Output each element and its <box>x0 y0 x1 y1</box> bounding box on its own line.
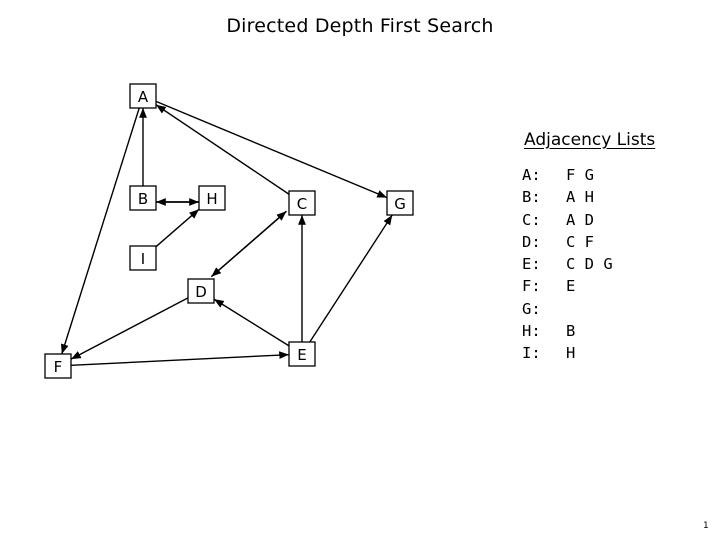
node-f: F <box>44 353 72 379</box>
edge-a-to-g <box>155 100 388 199</box>
adjacency-row-vertex: G: <box>522 299 541 318</box>
node-box <box>386 190 414 216</box>
adjacency-row-vertex: E: <box>522 255 541 274</box>
node-label: F <box>54 358 63 376</box>
node-box <box>129 83 157 109</box>
adjacency-row: H: B <box>522 320 613 342</box>
adjacency-list: A: F G B: A H C: A D D: C F E: C D G F: E G: H: B I: H <box>522 164 613 365</box>
adjacency-row-neighbors: A D <box>566 210 594 229</box>
adjacency-row: C: A D <box>522 209 613 231</box>
node-label: D <box>195 283 207 301</box>
edge-d-to-f <box>70 297 189 360</box>
node-label: H <box>206 190 217 208</box>
node-h: H <box>198 185 226 211</box>
node-d: D <box>187 278 215 304</box>
node-c: C <box>288 190 316 216</box>
adjacency-row-neighbors: E <box>566 277 576 296</box>
node-box <box>288 341 316 367</box>
page-title: Directed Depth First Search <box>226 15 494 37</box>
edge-i-to-h <box>155 208 200 248</box>
adjacency-row-neighbors: F G <box>566 166 594 184</box>
node-label: A <box>138 88 149 106</box>
node-label: G <box>394 195 406 213</box>
adjacency-row-vertex: H: <box>522 322 541 341</box>
node-box <box>129 245 157 271</box>
node-i: I <box>129 245 157 271</box>
adjacency-row: A: F G <box>522 164 613 186</box>
adjacency-row: I: H <box>522 342 613 364</box>
node-e: E <box>288 341 316 367</box>
adjacency-row-neighbors: C D G <box>566 255 613 274</box>
node-label: I <box>141 250 145 268</box>
adjacency-row: E: C D G <box>522 253 613 275</box>
node-label: E <box>297 346 306 364</box>
node-box <box>44 353 72 379</box>
edge-e-to-g <box>309 214 393 343</box>
edge-f-to-e <box>70 351 290 367</box>
adjacency-row: G: <box>522 298 613 320</box>
adjacency-row-vertex: D: <box>522 232 541 251</box>
node-g: G <box>386 190 414 216</box>
edge-c-to-a <box>155 104 290 195</box>
adjacency-row-neighbors: C F <box>566 232 594 251</box>
adjacency-lists-heading: Adjacency Lists <box>524 130 656 150</box>
adjacency-row: D: C F <box>522 231 613 253</box>
adjacency-row-vertex: C: <box>522 210 541 229</box>
edge-e-to-d <box>213 298 290 347</box>
adjacency-row-vertex: F: <box>522 277 541 296</box>
adjacency-row-neighbors: B <box>566 322 576 341</box>
adjacency-row: B: A H <box>522 186 613 208</box>
node-box <box>288 190 316 216</box>
node-b: B <box>129 185 157 211</box>
node-label: C <box>297 195 307 213</box>
node-label: B <box>138 190 148 208</box>
node-a: A <box>129 83 157 109</box>
adjacency-row-vertex: A: <box>522 166 541 184</box>
edge-a-to-f <box>60 107 140 355</box>
adjacency-row: F: E <box>522 275 613 297</box>
adjacency-row-vertex: I: <box>522 344 541 363</box>
page-number: 1 <box>703 521 709 531</box>
adjacency-row-vertex: B: <box>522 188 541 207</box>
node-box <box>198 185 226 211</box>
adjacency-row-neighbors: A H <box>566 188 594 207</box>
adjacency-row-neighbors: H <box>566 344 576 363</box>
node-box <box>129 185 157 211</box>
edge-d-to-c <box>210 210 287 278</box>
node-box <box>187 278 215 304</box>
